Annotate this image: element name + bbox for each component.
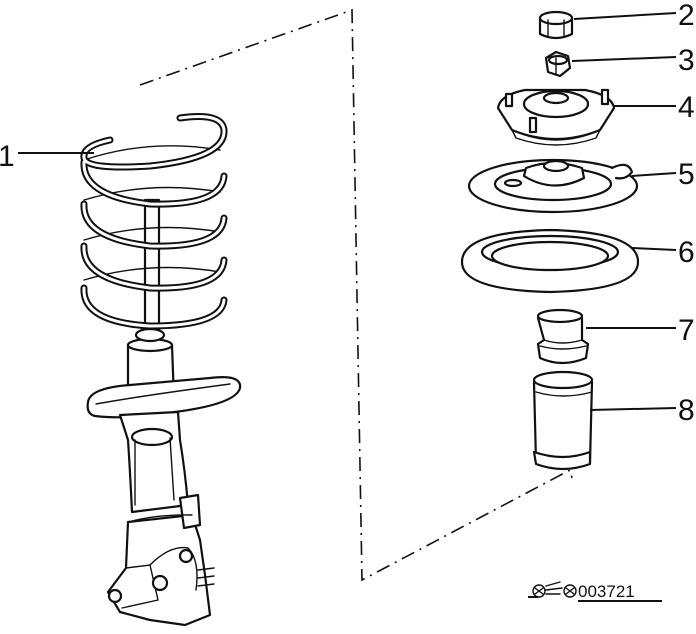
label-part-6: 6 xyxy=(678,236,695,269)
knuckle-bracket xyxy=(106,513,212,627)
part-bearing-ring xyxy=(460,228,640,294)
strut-lower-body xyxy=(118,410,190,514)
lower-spring-seat xyxy=(86,376,242,419)
part-dust-boot xyxy=(532,370,594,471)
label-part-4: 4 xyxy=(678,91,695,124)
part-bump-stop xyxy=(536,308,590,365)
part-nut xyxy=(544,50,572,78)
label-part-1: 1 xyxy=(0,140,15,173)
part-cap xyxy=(538,10,574,40)
label-part-8: 8 xyxy=(678,394,695,427)
label-part-3: 3 xyxy=(678,44,695,77)
part-strut-mount xyxy=(496,88,616,146)
assembly-guide-line xyxy=(139,8,573,582)
piston-rod xyxy=(143,198,161,342)
part-upper-spring-seat xyxy=(467,158,639,214)
figure-code-number: 003721 xyxy=(578,582,635,601)
spring-symbol-icon xyxy=(528,581,577,598)
label-part-5: 5 xyxy=(678,158,695,191)
figure-code: 003721 xyxy=(528,581,662,602)
label-part-7: 7 xyxy=(678,314,695,347)
label-part-2: 2 xyxy=(678,0,695,32)
strut-assembly xyxy=(80,113,242,627)
